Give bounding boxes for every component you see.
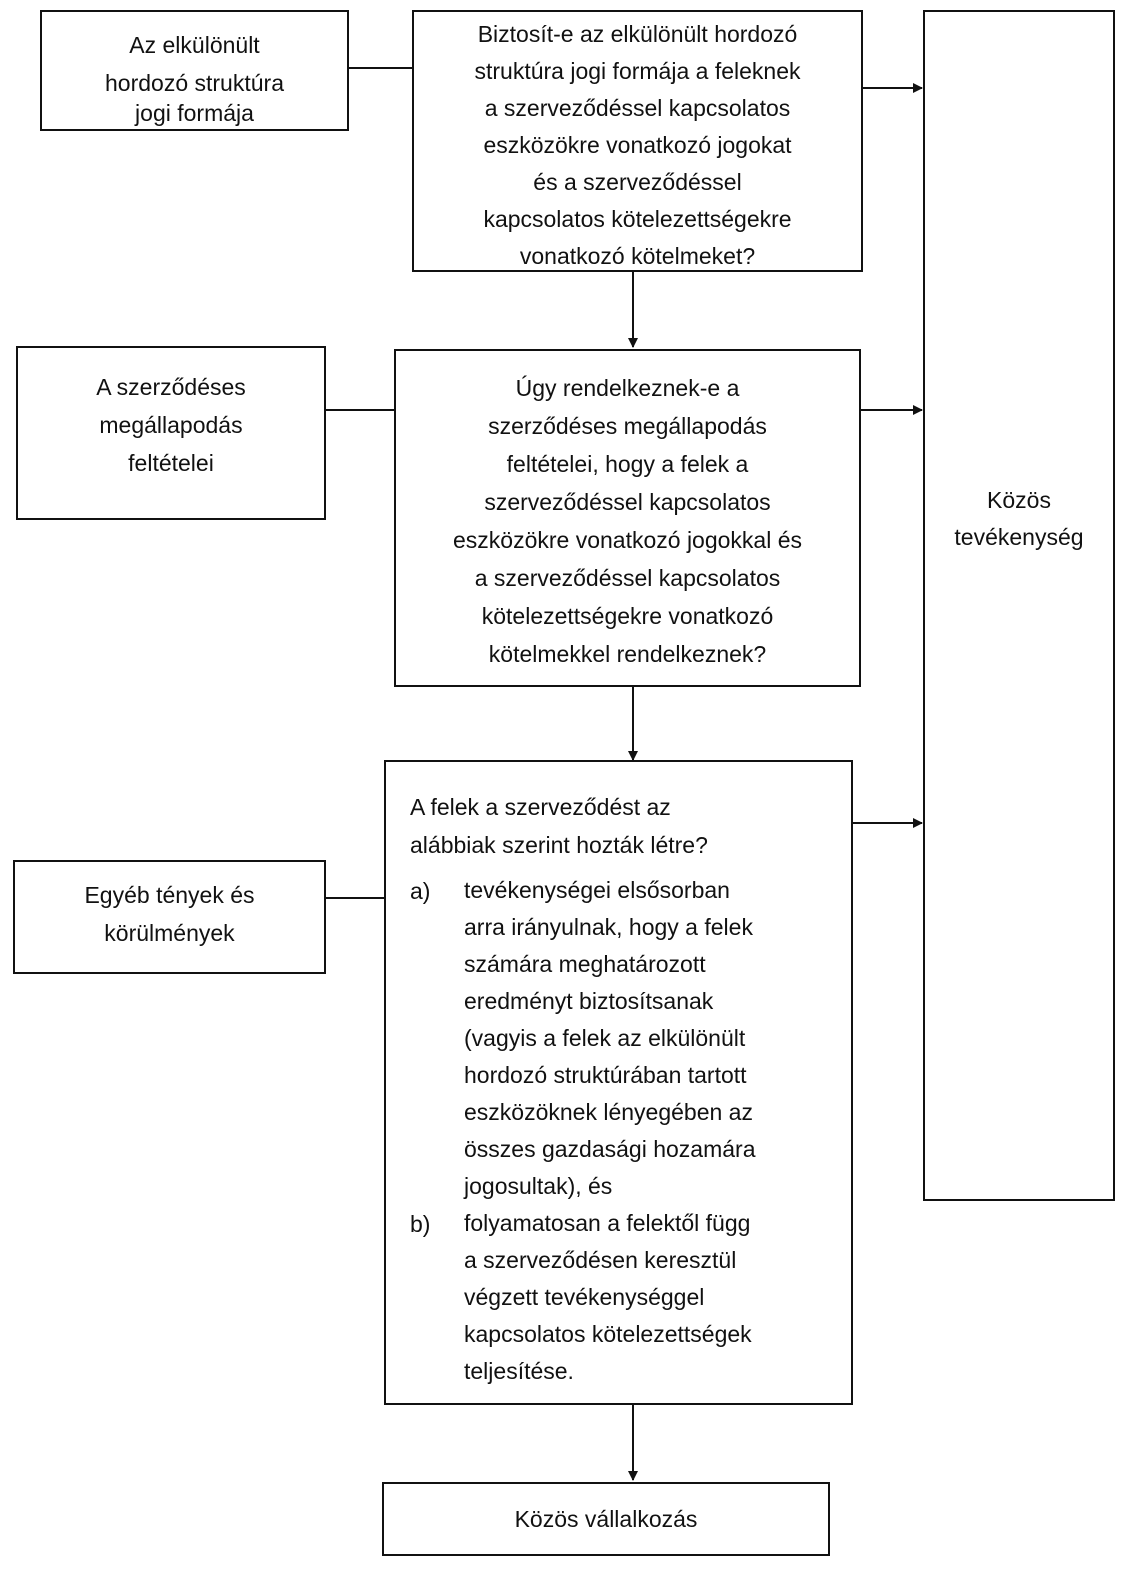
outcome-joint-venture: Közös vállalkozás xyxy=(382,1482,830,1556)
outcome-text-line: Közös xyxy=(987,487,1051,513)
question-text-line: vonatkozó kötelmeket? xyxy=(519,243,756,269)
question-contract-terms: Úgy rendelkeznek-e a szerződéses megálla… xyxy=(394,349,861,687)
question-text-line: a szerveződéssel kapcsolatos xyxy=(474,565,781,591)
outcome-joint-operation: Közös tevékenység xyxy=(923,10,1115,1201)
box-text-line: feltételei xyxy=(128,450,214,476)
criteria-text-line: (vagyis a felek az elkülönült xyxy=(464,1025,746,1051)
criteria-text-line: arra irányulnak, hogy a felek xyxy=(464,914,753,940)
outcome-text-line: Közös vállalkozás xyxy=(514,1506,698,1532)
question-intro-line: A felek a szerveződést az xyxy=(410,794,671,820)
criteria-text-line: a szerveződésen keresztül xyxy=(464,1247,737,1273)
criteria-text-line: hordozó struktúrában tartott xyxy=(464,1062,747,1088)
criteria-text-line: összes gazdasági hozamára xyxy=(464,1136,756,1162)
question-text-line: és a szerveződéssel xyxy=(533,169,742,195)
question-text-line: Úgy rendelkeznek-e a xyxy=(515,375,740,401)
criteria-text-line: végzett tevékenységgel xyxy=(464,1284,705,1310)
criteria-text-line: folyamatosan a felektől függ xyxy=(464,1210,751,1236)
criteria-item-b: b) folyamatosan a felektől függ a szerve… xyxy=(410,1205,831,1390)
criteria-text-line: tevékenységei elsősorban xyxy=(464,877,730,903)
criteria-item-a: a) tevékenységei elsősorban arra irányul… xyxy=(410,872,831,1205)
box-legal-form: Az elkülönült hordozó struktúra jogi for… xyxy=(40,10,349,131)
box-other-facts: Egyéb tények és körülmények xyxy=(13,860,326,974)
criteria-text-line: eszközöknek lényegében az xyxy=(464,1099,753,1125)
question-text-line: kötelezettségekre vonatkozó xyxy=(481,603,774,629)
question-other-facts: A felek a szerveződést az alábbiak szeri… xyxy=(384,760,853,1405)
box-text-line: körülmények xyxy=(104,920,235,946)
box-text-line: A szerződéses xyxy=(96,374,246,400)
question-text-line: eszközökre vonatkozó jogokat xyxy=(483,132,792,158)
criteria-text: folyamatosan a felektől függ a szerveződ… xyxy=(464,1205,752,1390)
question-legal-form: Biztosít-e az elkülönült hordozó struktú… xyxy=(412,10,863,272)
criteria-text-line: számára meghatározott xyxy=(464,951,706,977)
box-text-line: hordozó struktúra xyxy=(105,70,284,96)
box-text-line: megállapodás xyxy=(99,412,243,438)
criteria-text-line: kapcsolatos kötelezettségek xyxy=(464,1321,752,1347)
criteria-label: a) xyxy=(410,878,431,904)
question-text-line: szerződéses megállapodás xyxy=(488,413,767,439)
box-text-line: Egyéb tények és xyxy=(84,882,255,908)
question-text-line: kapcsolatos kötelezettségekre xyxy=(483,206,792,232)
question-text-line: struktúra jogi formája a feleknek xyxy=(474,58,801,84)
question-text-line: Biztosít-e az elkülönült hordozó xyxy=(477,21,798,47)
criteria-text-line: jogosultak), és xyxy=(464,1173,613,1199)
criteria-text-line: eredményt biztosítsanak xyxy=(464,988,714,1014)
criteria-text: tevékenységei elsősorban arra irányulnak… xyxy=(464,872,756,1205)
question-intro-line: alábbiak szerint hozták létre? xyxy=(410,832,708,858)
question-text-line: eszközökre vonatkozó jogokkal és xyxy=(452,527,803,553)
outcome-text-line: tevékenység xyxy=(954,524,1084,550)
box-contract-terms: A szerződéses megállapodás feltételei xyxy=(16,346,326,520)
question-text-line: kötelmekkel rendelkeznek? xyxy=(488,641,767,667)
box-text-line: jogi formája xyxy=(135,100,254,126)
criteria-label: b) xyxy=(410,1211,431,1237)
question-text-line: szerveződéssel kapcsolatos xyxy=(484,489,771,515)
box-text-line: Az elkülönült xyxy=(129,32,260,58)
question-text-line: a szerveződéssel kapcsolatos xyxy=(484,95,791,121)
criteria-text-line: teljesítése. xyxy=(464,1358,574,1384)
question-text-line: feltételei, hogy a felek a xyxy=(506,451,749,477)
